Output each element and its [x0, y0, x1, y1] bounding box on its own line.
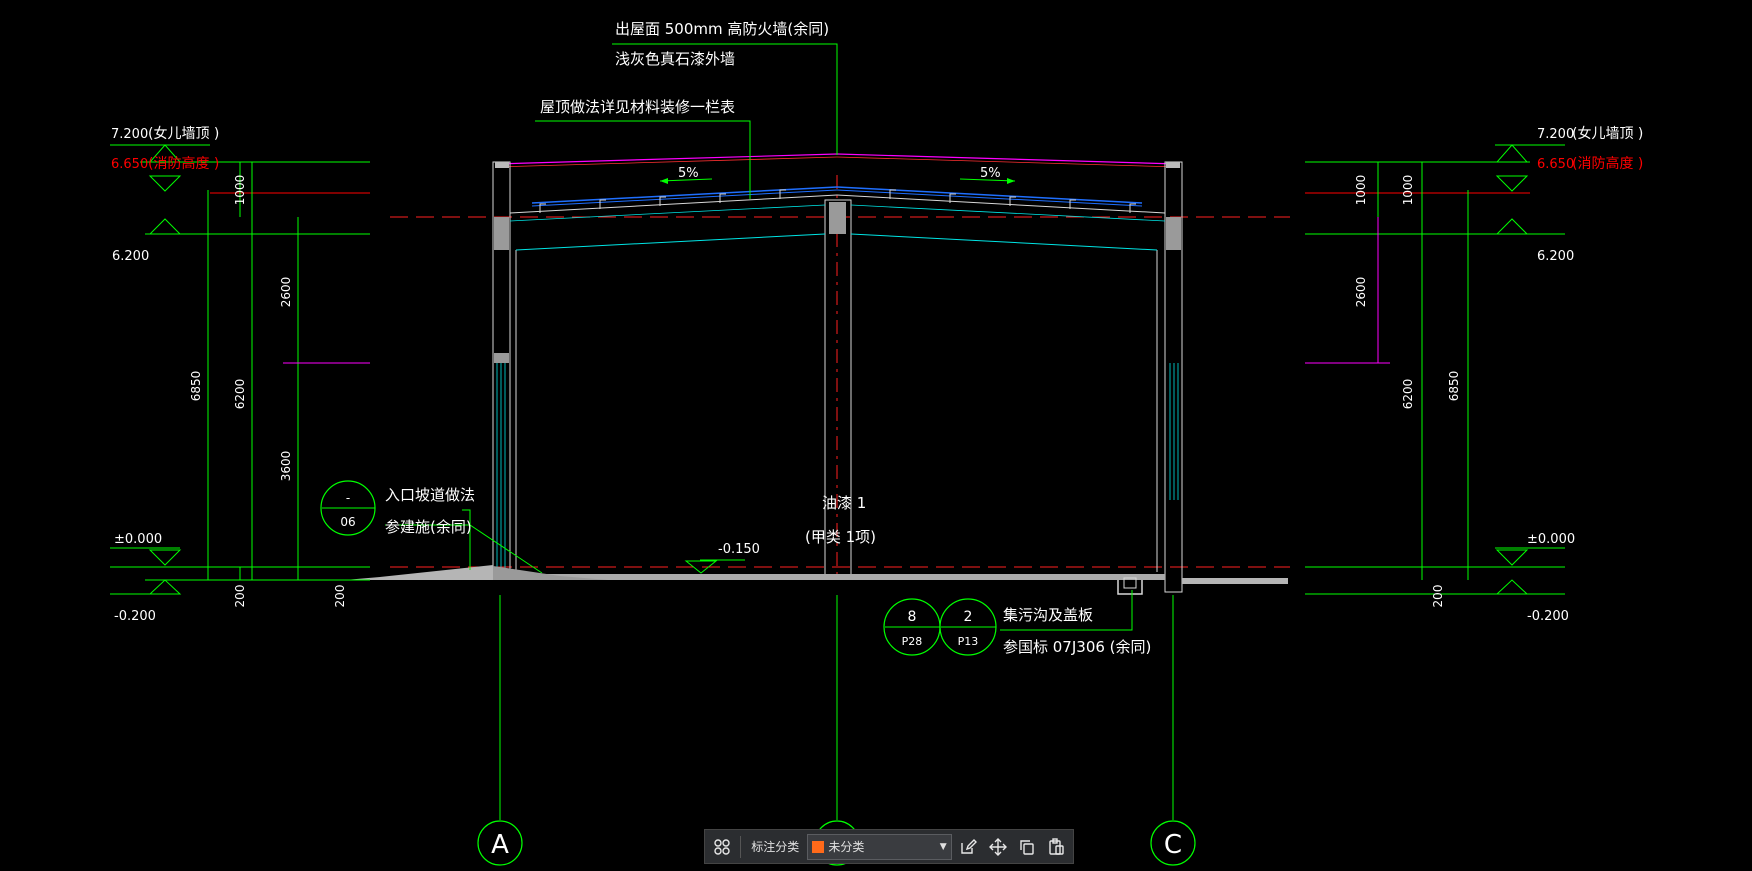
right-level-marks: 7.200 (女儿墙顶 ) 6.650 (消防高度 ) 6.200 ±0.000…: [1305, 125, 1643, 624]
chevron-down-icon: ▼: [939, 841, 947, 852]
slope-marks: 5% 5%: [659, 166, 1016, 184]
layout-grid-icon[interactable]: [709, 834, 734, 860]
left-dim-6200: 6200: [233, 379, 247, 410]
axis-lines: [499, 175, 1174, 820]
top-notes: 出屋面 500mm 高防火墙(余同) 浅灰色真石漆外墙 屋顶做法详见材料装修一栏…: [540, 20, 829, 116]
right-dim-2600: 2600: [1354, 277, 1368, 308]
left-parapet-label: (女儿墙顶 ): [148, 125, 219, 142]
category-color-swatch: [812, 840, 825, 853]
axis-label-c: C: [1164, 830, 1182, 860]
slope-right-label: 5%: [980, 166, 1001, 181]
left-ground-level: ±0.000: [114, 532, 162, 547]
trench-ref2-top: 2: [964, 609, 973, 625]
right-dim-1000b: 1000: [1401, 175, 1415, 206]
right-dim-1000a: 1000: [1354, 175, 1368, 206]
category-value: 未分类: [828, 840, 865, 854]
toolbar-separator: [740, 835, 742, 858]
trench-ref1-bottom: P28: [902, 635, 923, 648]
annotation-toolbar: 标注分类 未分类 ▼: [704, 829, 1074, 864]
axis-bubble-c[interactable]: C: [1150, 820, 1196, 866]
trench-note-line2: 参国标 07J306 (余同): [1003, 638, 1151, 656]
left-fire-label: (消防高度 ): [148, 155, 219, 172]
right-eave-level: 6.200: [1537, 249, 1574, 264]
right-dim-200: 200: [1431, 585, 1445, 608]
right-outdoor-level: -0.200: [1527, 609, 1569, 624]
right-fire-level: 6.650: [1537, 157, 1574, 172]
right-parapet-level: 7.200: [1537, 127, 1574, 142]
trench-note-line1: 集污沟及盖板: [1003, 606, 1093, 624]
top-note-line2: 浅灰色真石漆外墙: [615, 50, 735, 68]
left-dim-1000: 1000: [233, 175, 247, 206]
trench-ref1-top: 8: [908, 609, 917, 625]
trench-ref2-bottom: P13: [958, 635, 979, 648]
center-note: 油漆 1 (甲类 1项): [805, 494, 876, 546]
floor-level-mark: -0.150: [684, 542, 760, 574]
ramp-note-line2: 参建施(余同): [385, 518, 472, 536]
slope-left-label: 5%: [678, 166, 699, 181]
right-parapet-label: (女儿墙顶 ): [1572, 125, 1643, 142]
left-parapet-level: 7.200: [111, 127, 148, 142]
left-dim-2600: 2600: [279, 277, 293, 308]
paste-icon[interactable]: [1044, 834, 1069, 860]
roof-note: 屋顶做法详见材料装修一栏表: [540, 98, 735, 116]
category-dropdown[interactable]: 未分类 ▼: [807, 833, 952, 860]
building-section: [345, 153, 1288, 595]
right-fire-label: (消防高度 ): [1572, 155, 1643, 172]
move-icon[interactable]: [985, 834, 1010, 860]
axis-label-a: A: [491, 830, 509, 860]
left-dim-3600: 3600: [279, 451, 293, 482]
ramp-ref-bottom: 06: [340, 515, 355, 529]
trench-detail-reference[interactable]: 8 P28 2 P13 集污沟及盖板 参国标 07J306 (余同): [883, 598, 1151, 656]
axis-bubble-a[interactable]: A: [477, 820, 523, 866]
leader-lines: [385, 43, 1133, 631]
left-fire-level: 6.650: [111, 157, 148, 172]
left-eave-level: 6.200: [112, 249, 149, 264]
center-note-line2: (甲类 1项): [805, 528, 876, 546]
right-dim-6850: 6850: [1447, 371, 1461, 402]
ramp-ref-top: -: [346, 491, 350, 505]
left-outdoor-level: -0.200: [114, 609, 156, 624]
ramp-note-line1: 入口坡道做法: [385, 486, 475, 504]
category-label: 标注分类: [751, 840, 800, 854]
copy-icon[interactable]: [1014, 834, 1039, 860]
top-note-line1: 出屋面 500mm 高防火墙(余同): [615, 20, 829, 38]
edit-icon[interactable]: [956, 834, 981, 860]
left-dim-6850: 6850: [189, 371, 203, 402]
left-dim-200b: 200: [333, 585, 347, 608]
level-dashed-lines: [210, 192, 1530, 568]
left-dim-200a: 200: [233, 585, 247, 608]
floor-level-label: -0.150: [718, 542, 760, 557]
ramp-detail-reference[interactable]: - 06 入口坡道做法 参建施(余同): [320, 480, 475, 536]
right-dim-6200: 6200: [1401, 379, 1415, 410]
center-note-line1: 油漆 1: [822, 494, 866, 512]
right-ground-level: ±0.000: [1527, 532, 1575, 547]
left-level-marks: 7.200 (女儿墙顶 ) 6.650 (消防高度 ) 6.200 ±0.000…: [110, 125, 370, 624]
